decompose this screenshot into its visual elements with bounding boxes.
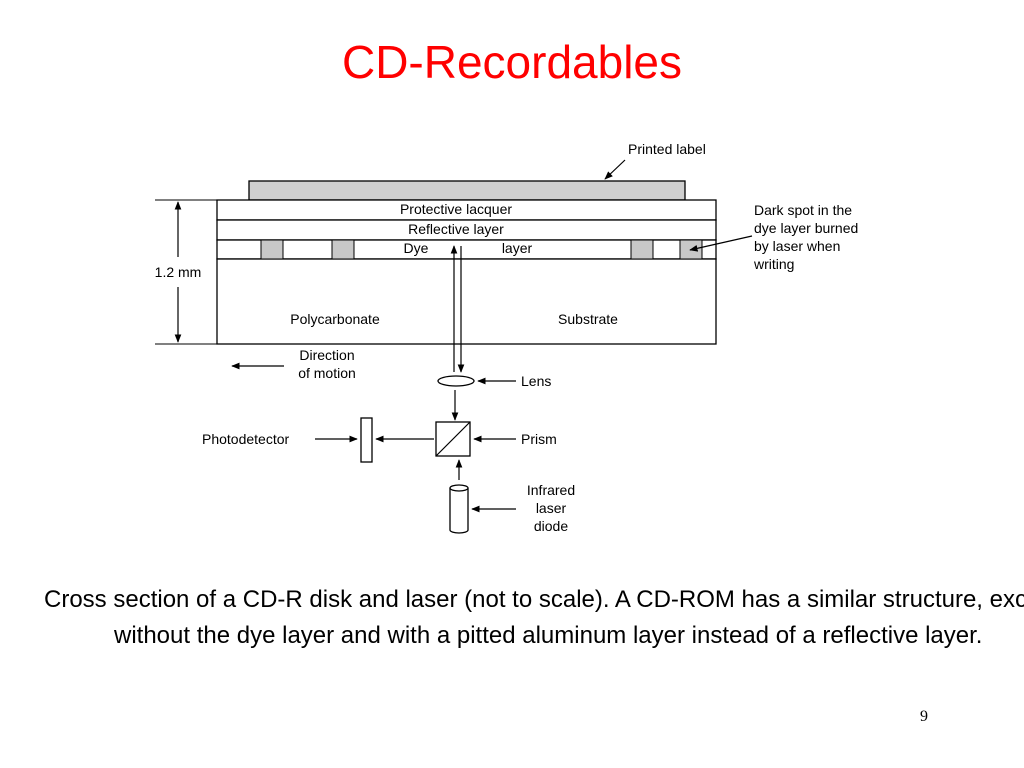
lens — [437, 375, 475, 387]
layer-label: layer — [502, 240, 533, 256]
polycarbonate-label: Polycarbonate — [290, 311, 380, 327]
dark-spot-label-1: Dark spot in the — [754, 202, 852, 218]
slide-title: CD-Recordables — [341, 36, 682, 88]
thickness-label: 1.2 mm — [155, 264, 202, 280]
direction-label-1: Direction — [299, 347, 354, 363]
dark-spot-arrow — [689, 235, 753, 252]
reflective-layer-label: Reflective layer — [408, 221, 504, 237]
prism-label: Prism — [521, 431, 557, 447]
substrate-label: Substrate — [558, 311, 618, 327]
printed-label-arrow — [604, 159, 626, 180]
dye-label: Dye — [404, 240, 429, 256]
dark-spot-label-4: writing — [753, 256, 794, 272]
direction-label-2: of motion — [298, 365, 356, 381]
infrared-label-1: Infrared — [527, 482, 575, 498]
laser-diode — [449, 488, 469, 534]
dark-spot — [331, 239, 355, 260]
printed-label-layer — [248, 180, 686, 201]
dark-spot-label-2: dye layer burned — [754, 220, 858, 236]
printed-label-text: Printed label — [628, 141, 706, 157]
dark-spot — [630, 239, 654, 260]
dark-spot — [260, 239, 284, 260]
slide-caption: Cross section of a CD-R disk and laser (… — [44, 586, 1024, 649]
page-number: 9 — [920, 708, 928, 725]
laser-diode-top — [449, 484, 469, 492]
lens-label: Lens — [521, 373, 551, 389]
infrared-label-3: diode — [534, 518, 568, 534]
dark-spot-label-3: by laser when — [754, 238, 840, 254]
protective-lacquer-label: Protective lacquer — [400, 201, 512, 217]
photodetector-label: Photodetector — [202, 431, 290, 447]
infrared-label-2: laser — [536, 500, 567, 516]
prism-diagonal — [435, 421, 471, 457]
photodetector — [360, 417, 373, 463]
substrate-layer — [216, 258, 717, 345]
